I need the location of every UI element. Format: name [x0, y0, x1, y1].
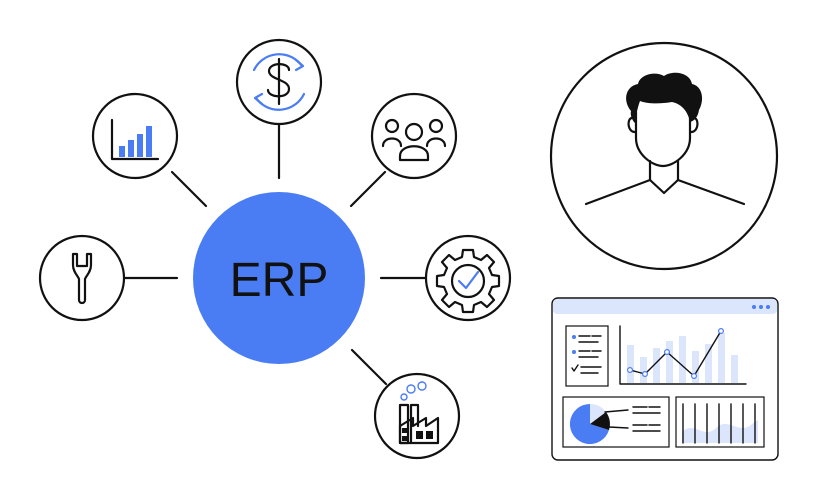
analytics-node[interactable] [91, 92, 179, 180]
trend-chart-panel [619, 325, 747, 385]
bar-chart-icon [110, 118, 160, 161]
team-node[interactable] [370, 92, 458, 180]
erp-hub-label: ERP [230, 254, 329, 307]
dollar-sync-icon [252, 53, 306, 111]
automation-node[interactable] [424, 234, 512, 322]
connector-lines [123, 116, 430, 386]
erp-hub[interactable]: ERP [193, 192, 365, 364]
pie-chart-panel [562, 396, 670, 448]
wrench-icon [71, 252, 93, 305]
manufacturing-node[interactable] [373, 372, 461, 460]
user-avatar [549, 41, 779, 271]
user-avatar-icon [584, 72, 746, 206]
dashboard-window [551, 297, 779, 461]
maintenance-node[interactable] [38, 234, 126, 322]
area-chart-panel [675, 396, 765, 448]
gear-check-icon [435, 248, 501, 314]
finance-node[interactable] [235, 38, 323, 126]
people-group-icon [381, 118, 447, 162]
factory-icon [398, 381, 440, 445]
checklist-panel [565, 325, 609, 387]
